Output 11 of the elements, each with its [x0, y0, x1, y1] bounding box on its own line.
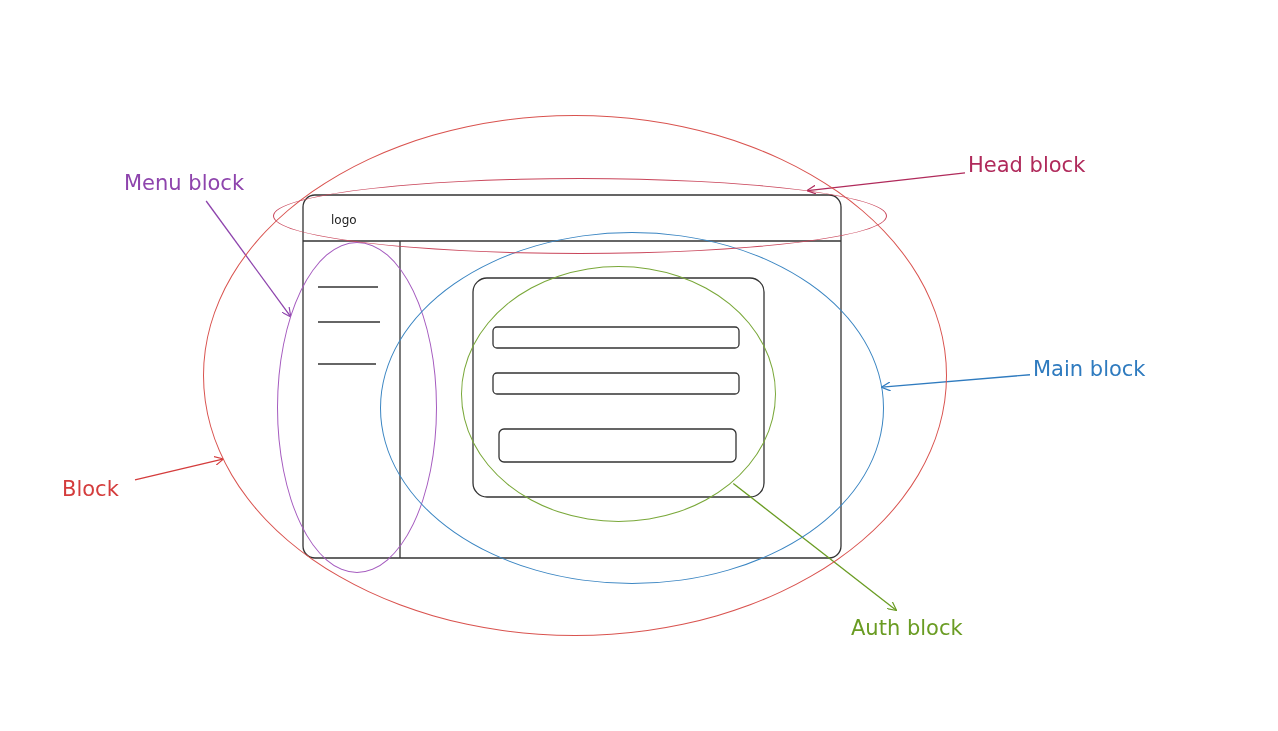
callout-text: Menu block — [124, 168, 245, 198]
arrow — [134, 456, 225, 481]
arrow — [806, 172, 966, 195]
callout-text: Main block — [1033, 354, 1146, 384]
arrow — [732, 482, 898, 612]
callout-text: Auth block — [851, 613, 963, 643]
arrow — [880, 374, 1031, 392]
callout-text: Block — [62, 474, 119, 504]
callout-text: Head block — [968, 150, 1086, 180]
header-placeholder-text: logo — [331, 212, 357, 229]
arrow — [205, 200, 292, 318]
